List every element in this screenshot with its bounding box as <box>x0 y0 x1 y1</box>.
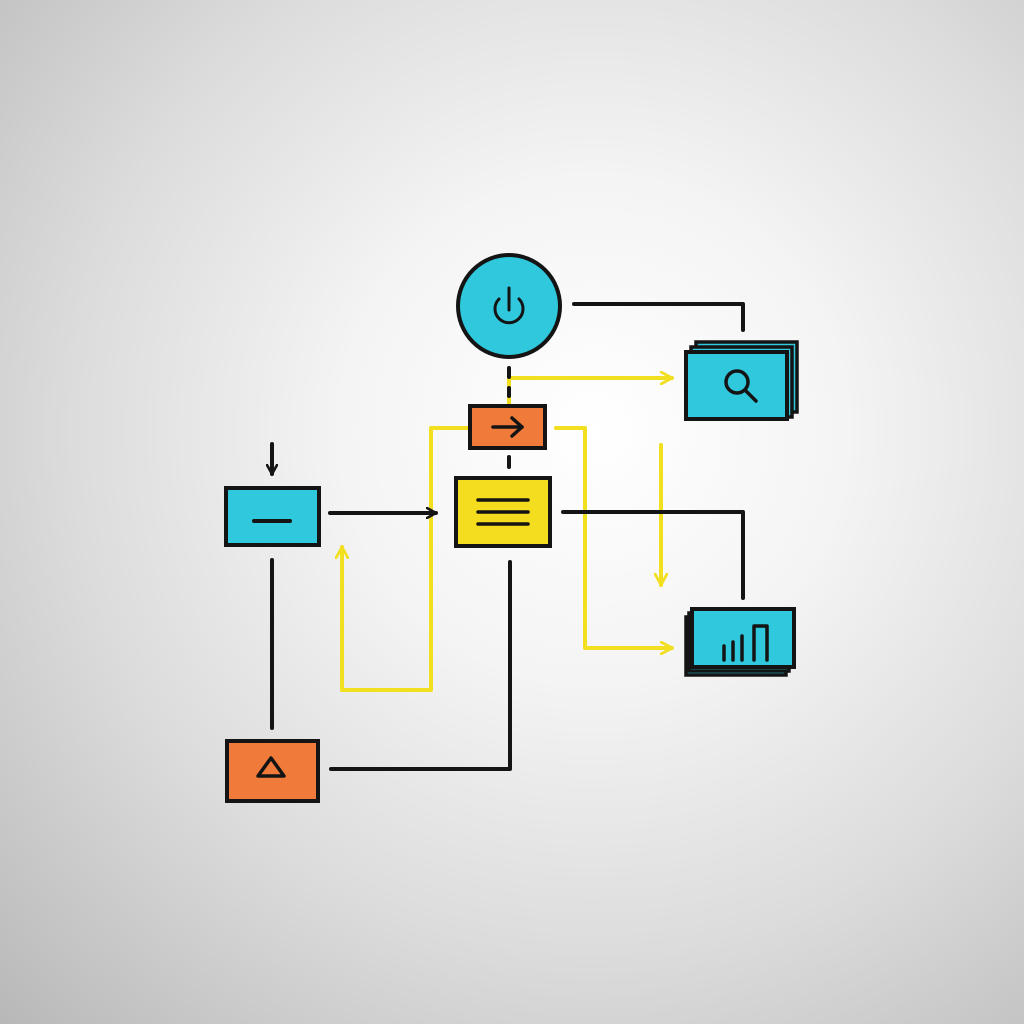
power-icon <box>493 286 525 325</box>
power-node[interactable] <box>456 253 562 359</box>
document-node[interactable] <box>454 476 552 548</box>
lines-icon <box>476 498 530 526</box>
line-document-to-warning <box>329 560 512 771</box>
flow-next-to-analytics <box>554 426 674 648</box>
triangle-icon <box>256 756 286 778</box>
magnifier-icon <box>724 369 758 403</box>
flow-next-to-search <box>507 378 674 407</box>
analytics-node[interactable] <box>684 607 796 677</box>
bar-chart-icon <box>722 624 769 662</box>
search-node[interactable] <box>684 340 799 421</box>
warning-node[interactable] <box>225 739 320 803</box>
line-connectors <box>272 302 745 771</box>
input-node[interactable] <box>224 486 321 547</box>
line-document-to-analytics <box>561 510 745 600</box>
right-arrow-icon <box>491 416 524 438</box>
next-node[interactable] <box>468 404 547 450</box>
flow-next-to-input <box>342 426 472 692</box>
line-power-to-search <box>572 302 745 332</box>
